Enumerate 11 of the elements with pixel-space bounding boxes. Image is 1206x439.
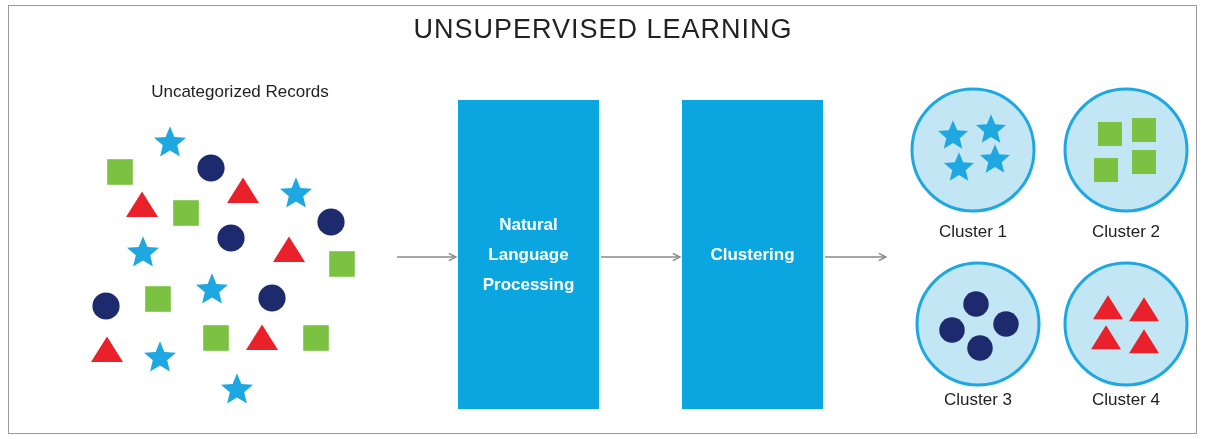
cluster-label: Cluster 2 bbox=[1091, 222, 1161, 242]
diagram-title: UNSUPERVISED LEARNING bbox=[412, 14, 794, 45]
cluster-label: Cluster 3 bbox=[943, 390, 1013, 410]
process-box: Natural Language Processing bbox=[458, 100, 599, 409]
arrow bbox=[600, 252, 681, 262]
cluster-label: Cluster 1 bbox=[938, 222, 1008, 242]
cluster-label: Cluster 4 bbox=[1091, 390, 1161, 410]
arrow bbox=[396, 252, 457, 262]
group-heading: Uncategorized Records bbox=[150, 82, 330, 102]
arrow bbox=[824, 252, 887, 262]
process-box: Clustering bbox=[682, 100, 823, 409]
